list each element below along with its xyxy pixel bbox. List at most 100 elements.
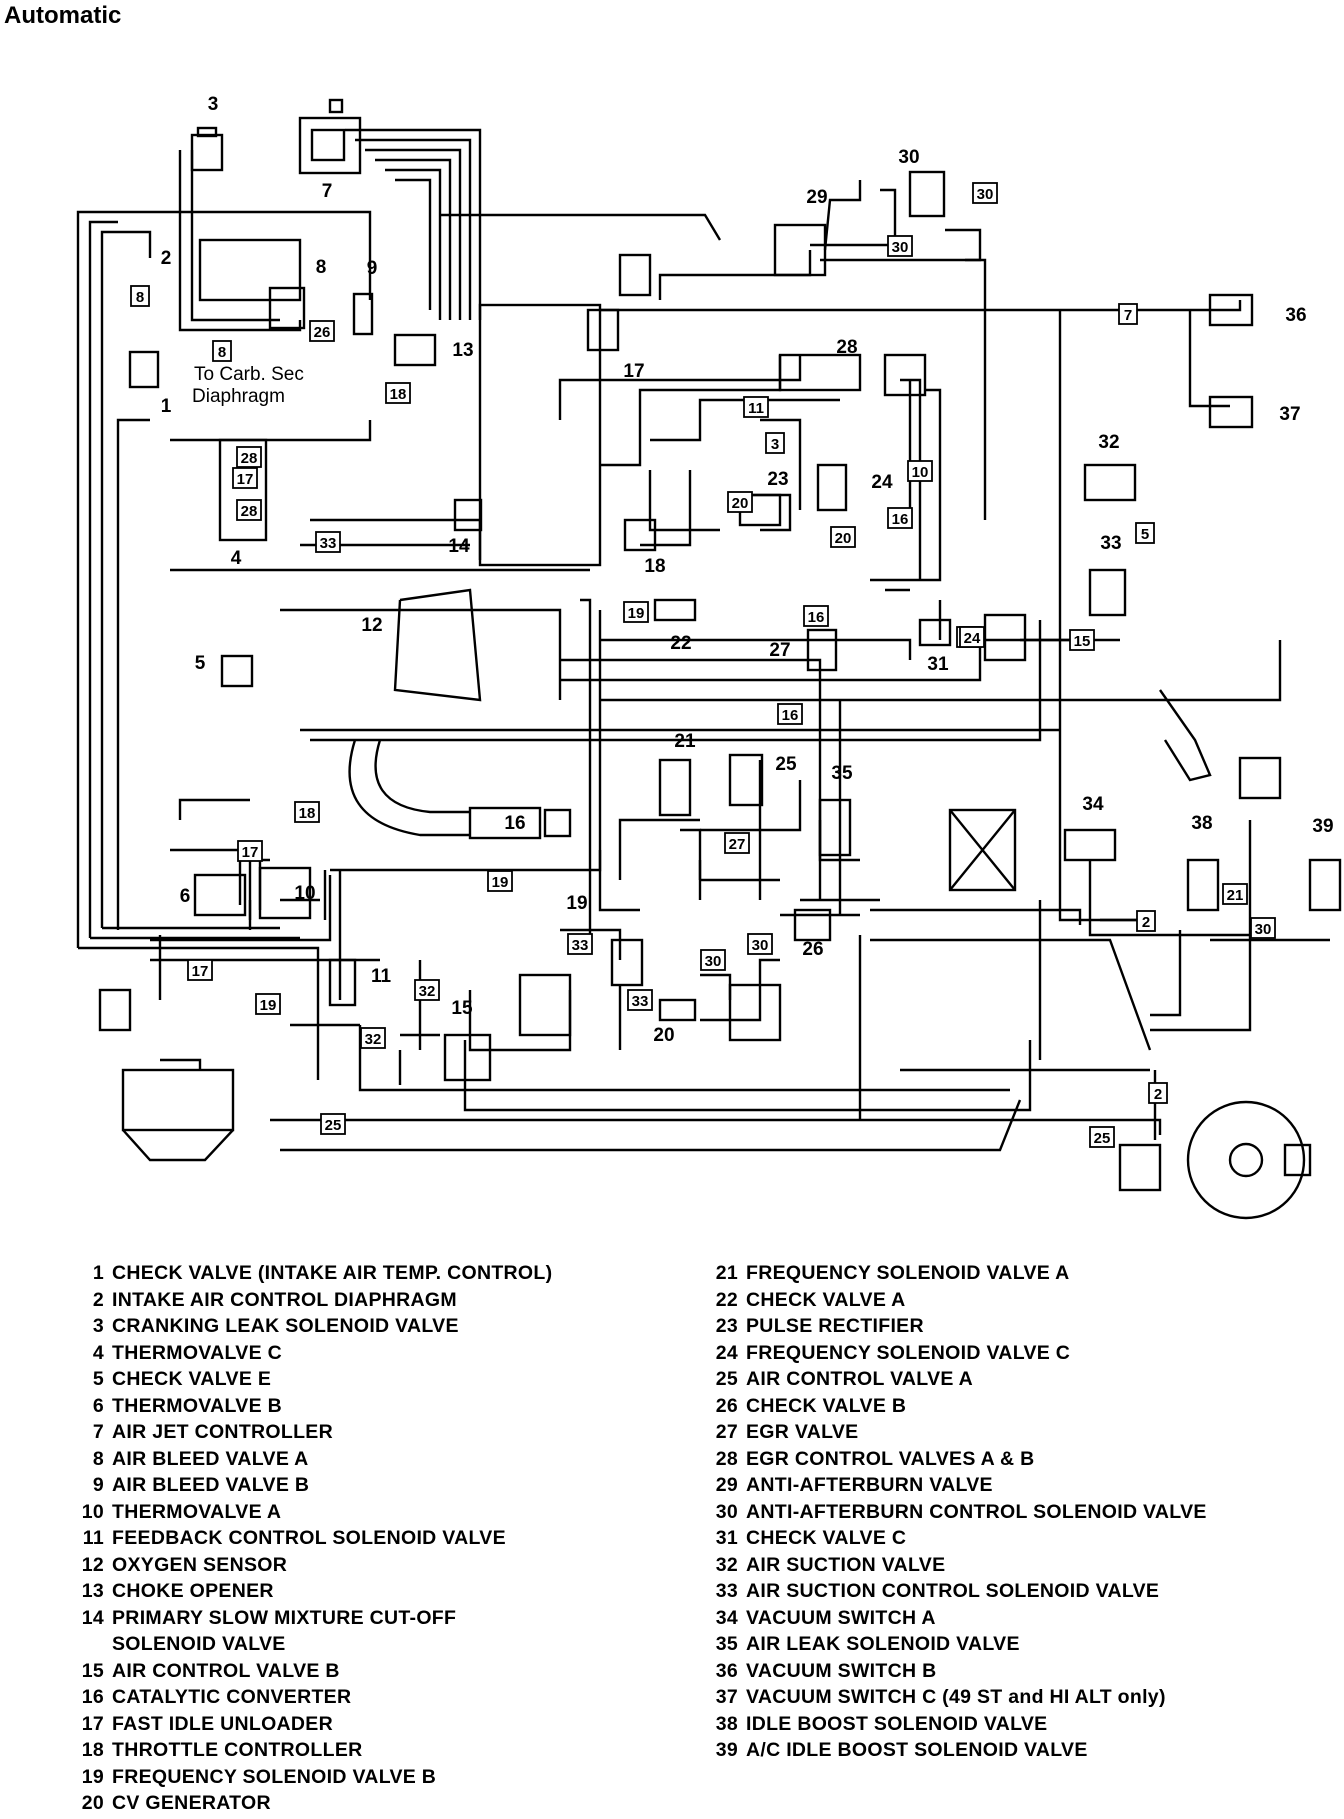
legend-label: THERMOVALVE A [112,1500,282,1523]
legend-left-item: SOLENOID VALVE [66,1633,552,1660]
legend-number: 11 [82,1527,104,1549]
callout-4: 4 [231,548,242,569]
page-title: Automatic [4,2,122,29]
legend-label: FAST IDLE UNLOADER [112,1712,333,1735]
callout-35: 35 [831,763,853,784]
callout-30: 30 [898,147,919,168]
hose-tag-30-3: 30 [1250,917,1276,939]
hose-tag-7-1: 7 [1118,303,1138,325]
legend-label: SOLENOID VALVE [112,1633,286,1655]
svg-text:25: 25 [325,1117,342,1134]
legend-number: 3 [92,1315,104,1337]
callout-20: 20 [653,1025,674,1046]
legend-label: PULSE RECTIFIER [746,1315,924,1337]
hose-tag-16-1: 16 [803,605,829,627]
legend-number: 6 [92,1394,104,1417]
legend-number: 13 [81,1580,104,1602]
legend-number: 5 [92,1368,104,1390]
carb-sec-label-line2: Diaphragm [192,386,285,407]
hose-tag-18-1: 18 [385,382,411,404]
hose-tag-30-2: 30 [887,235,913,257]
callout-34: 34 [1082,794,1104,815]
legend-label: CHECK VALVE C [746,1527,907,1549]
legend-number: 10 [81,1500,104,1523]
svg-text:28: 28 [241,450,258,467]
svg-text:19: 19 [492,874,509,891]
svg-text:19: 19 [628,605,645,622]
legend-number: 38 [715,1712,738,1735]
svg-text:21: 21 [1227,887,1244,904]
svg-text:7: 7 [1124,307,1132,324]
callout-27: 27 [769,640,790,661]
callout-21: 21 [674,731,696,752]
legend-left-item: 10 THERMOVALVE A [66,1501,552,1528]
legend-number: 12 [81,1553,104,1576]
legend-label: AIR CONTROL VALVE A [746,1368,974,1390]
legend-label: VACUUM SWITCH A [746,1606,936,1629]
svg-text:8: 8 [218,344,226,361]
hose-tag-33-1: 33 [315,531,341,553]
legend-label: CV GENERATOR [112,1792,271,1814]
svg-text:30: 30 [977,186,994,203]
legend-number: 7 [92,1421,104,1443]
svg-text:30: 30 [1255,921,1272,938]
legend-label: PRIMARY SLOW MIXTURE CUT-OFF [112,1606,457,1629]
legend-number: 34 [715,1606,738,1629]
svg-text:27: 27 [729,836,746,853]
hose-tag-33-3: 33 [627,989,653,1011]
legend-number: 17 [81,1712,104,1735]
legend-label: FREQUENCY SOLENOID VALVE C [746,1341,1071,1364]
legend-label: FREQUENCY SOLENOID VALVE A [746,1262,1070,1284]
legend-number: 25 [715,1368,738,1390]
hose-tag-27-1: 27 [724,832,750,854]
svg-text:11: 11 [748,400,764,417]
callout-18: 18 [644,556,665,577]
hose-tag-20-2: 20 [830,526,856,548]
hose-tag-25-2: 25 [1089,1126,1115,1148]
legend-number: 2 [92,1288,104,1311]
legend-number: 16 [81,1686,104,1708]
annotations: To Carb. Sec Diaphragm [192,364,304,407]
callout-33: 33 [1100,533,1121,554]
callout-2: 2 [161,248,172,269]
hose-tag-30-5: 30 [700,949,726,971]
svg-text:16: 16 [782,707,799,724]
svg-text:3: 3 [771,436,779,453]
svg-text:28: 28 [241,503,258,520]
callout-10: 10 [294,883,315,904]
legend-label: VACUUM SWITCH B [746,1659,937,1682]
hose-tag-15-1: 15 [1069,629,1095,651]
callout-19: 19 [566,893,587,914]
hose-tag-28-2: 28 [236,499,262,521]
svg-text:16: 16 [892,511,909,528]
component-shapes [98,98,1342,1220]
hose-tag-17-1: 17 [232,467,258,489]
legend-label: CHECK VALVE B [746,1394,907,1417]
legend-label: THERMOVALVE C [112,1341,283,1364]
legend-label: THROTTLE CONTROLLER [112,1739,363,1761]
hose-tag-10-1: 10 [907,460,933,482]
svg-text:24: 24 [964,630,981,647]
hose-tag-17-2: 17 [237,840,263,862]
legend-number: 30 [715,1500,738,1523]
legend-label: A/C IDLE BOOST SOLENOID VALVE [746,1739,1088,1761]
vacuum-hose-diagram: 2235788101115161616171717181819191920202… [76,94,1342,1220]
